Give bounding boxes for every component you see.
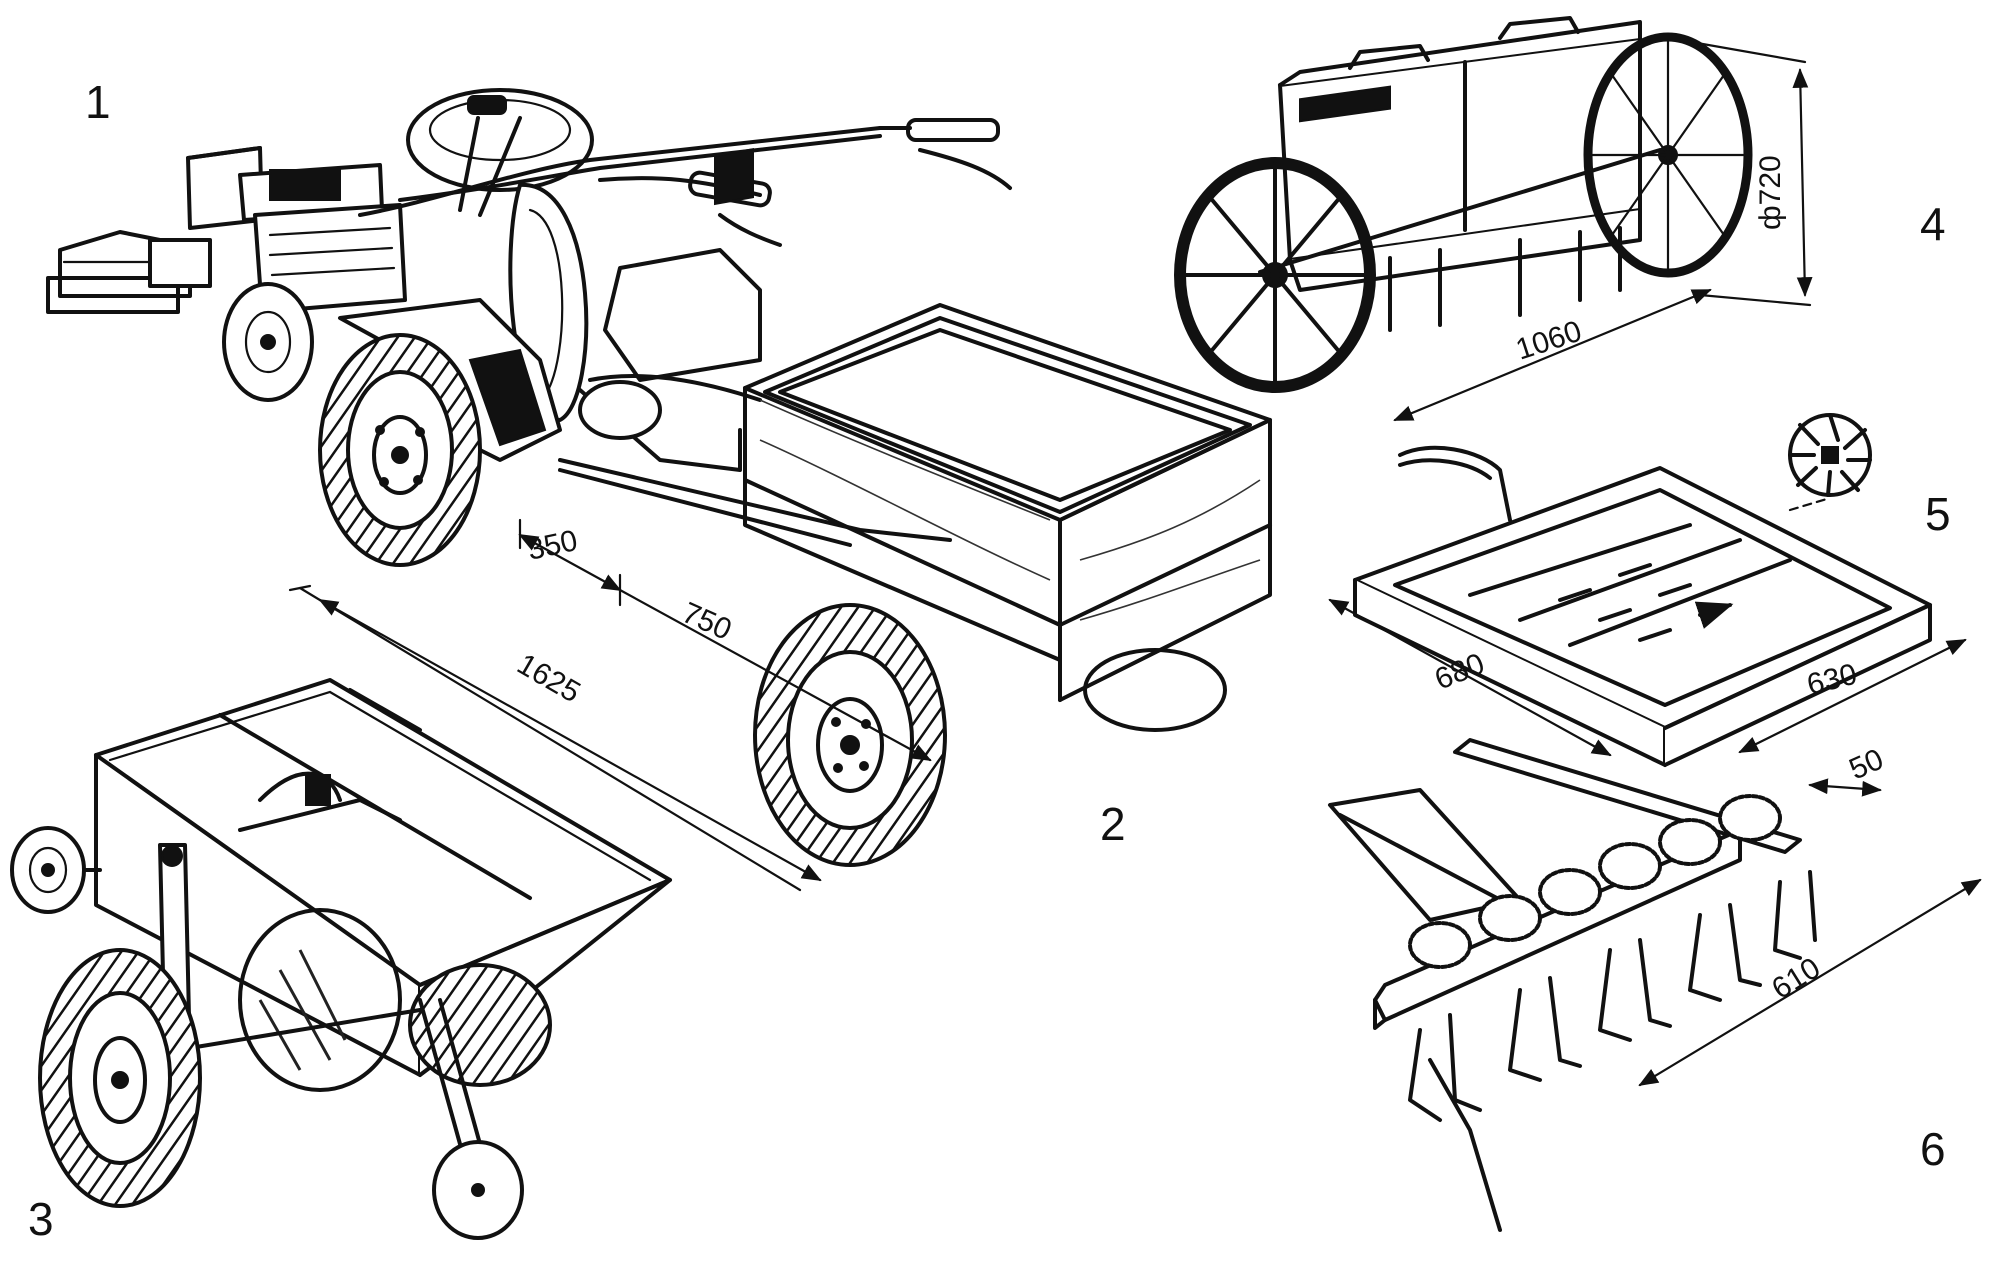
dim-50: 50 (1844, 743, 1888, 787)
cultivator-tines (1408, 870, 1817, 1232)
rotary-cultivator-drawing (1328, 738, 1982, 1232)
spreader-side-disc (10, 826, 102, 914)
dim-610: 610 (1766, 951, 1826, 1006)
seeder-drawing (1174, 16, 1813, 422)
label-item-4: 4 (1920, 198, 1946, 250)
seeder-dimension-lines (1393, 38, 1813, 422)
drive-wheel (318, 333, 482, 567)
spreader-drawing (10, 678, 672, 1240)
label-item-6: 6 (1920, 1123, 1946, 1175)
trailer-cowl (578, 148, 762, 472)
dim-1625: 1625 (512, 647, 586, 709)
trailer-drawing (288, 148, 1272, 892)
trailer-box (743, 303, 1272, 702)
spreader-roller (238, 908, 402, 1092)
motor-cultivator-drawing (46, 88, 1012, 567)
mower-head (46, 230, 212, 314)
frame-dimension-lines (1328, 598, 1967, 757)
label-item-1: 1 (85, 76, 111, 128)
rotor-arrows (1558, 563, 1730, 640)
dim-750: 750 (677, 596, 736, 647)
seeder-left-wheel (1174, 157, 1376, 393)
rotor-detail (1788, 413, 1872, 497)
spreader-caster (418, 998, 524, 1240)
trailer-wheel (753, 603, 947, 867)
gear-train (1408, 794, 1782, 969)
fuel-tank (406, 88, 594, 217)
seeder-right-wheel (1583, 32, 1753, 278)
engine-block (186, 146, 407, 314)
small-front-wheel (222, 282, 314, 402)
label-item-3: 3 (28, 1193, 54, 1245)
dim-350: 350 (525, 524, 581, 567)
trailer-dimension-lines (288, 518, 932, 892)
label-item-2: 2 (1100, 798, 1126, 850)
harrow-frame-drawing (1328, 413, 1967, 767)
cultivator-dimension-lines (1638, 778, 1982, 1087)
label-item-5: 5 (1925, 488, 1951, 540)
dim-diameter-720: ф720 (1754, 155, 1787, 230)
dim-1060: 1060 (1512, 315, 1586, 367)
spreader-wheel (38, 948, 202, 1208)
